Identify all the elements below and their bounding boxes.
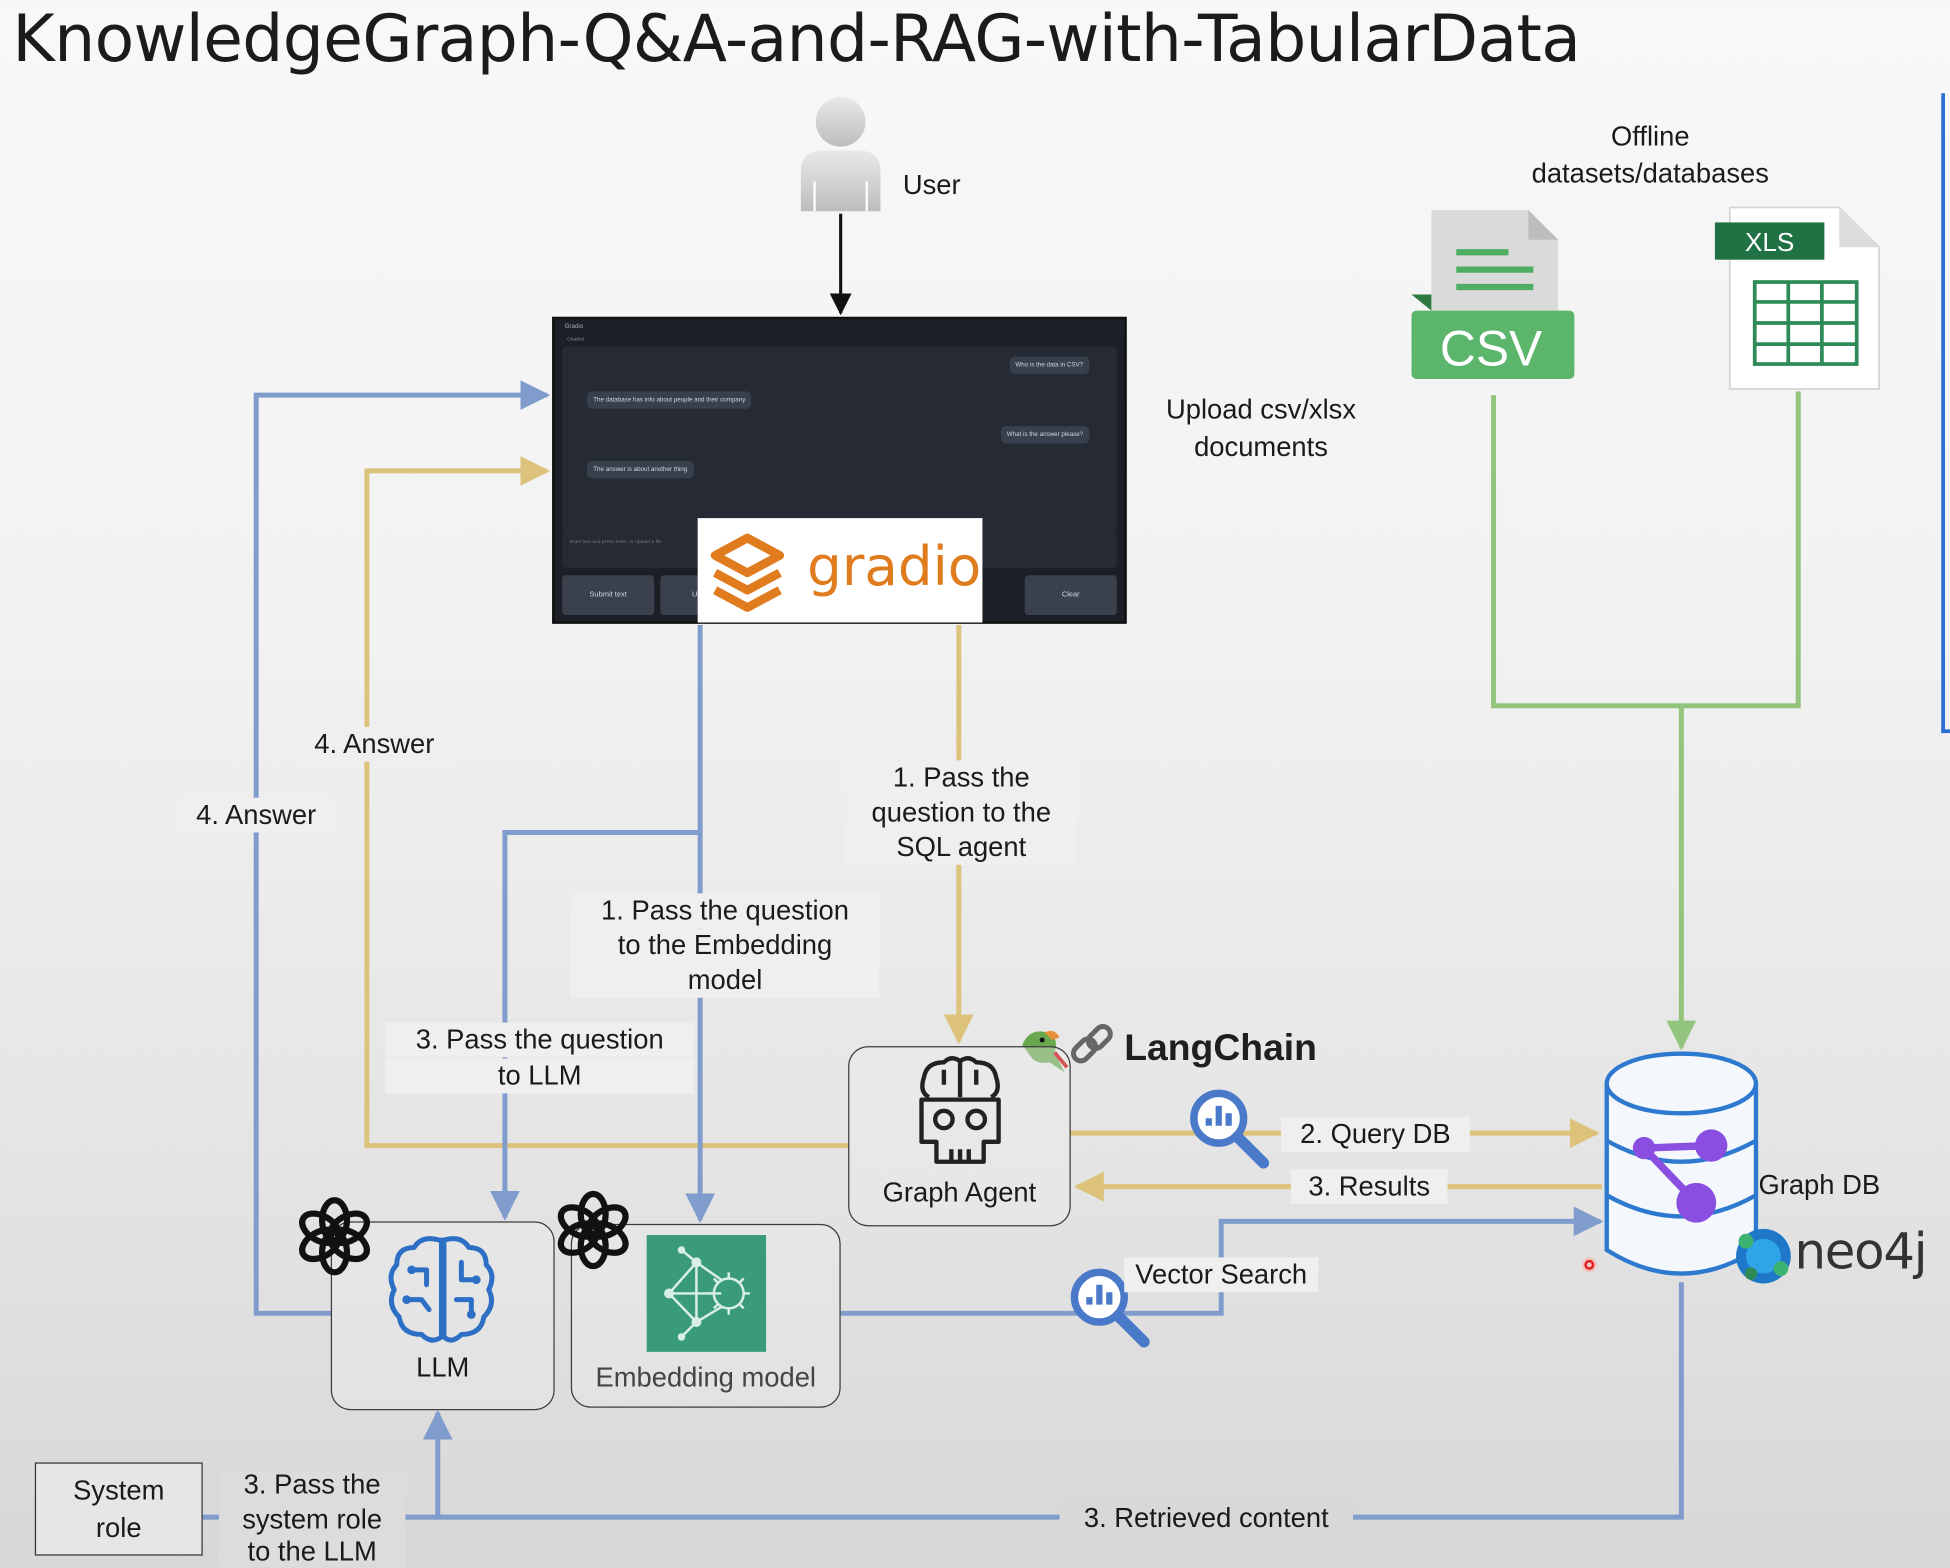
llm-answer-arrow [253, 380, 551, 1316]
xls-file-icon: XLS [1714, 206, 1881, 390]
system-role-line2: role [95, 1511, 142, 1543]
embedding-model-label: Embedding model [595, 1361, 817, 1393]
xls-text: XLS [1745, 227, 1794, 257]
graph-agent-label: Graph Agent [882, 1176, 1037, 1208]
system-role-edge-label-line2: system role [218, 1502, 406, 1537]
user-icon [800, 96, 881, 212]
llm-label-line2: to LLM [385, 1058, 694, 1094]
upload-label-line1: Upload csv/xlsx [1165, 393, 1357, 425]
vector-search-label: Vector Search [1124, 1257, 1319, 1293]
user-message-1: Who is the data in CSV? [1009, 356, 1090, 374]
retrieved-content-label: 3. Retrieved content [1059, 1500, 1354, 1536]
neo4j-wordmark: neo4j [1794, 1223, 1928, 1282]
graph-agent-node: Graph Agent [848, 1046, 1071, 1227]
xls-to-db-line [1681, 391, 1801, 709]
retrieved-content-arrow [422, 1282, 1684, 1520]
offline-label-line2: datasets/databases [1531, 157, 1769, 189]
llm-label-line1: 3. Pass the question [385, 1022, 694, 1058]
embedding-label-line3: model [570, 962, 880, 998]
neo4j-logo-icon [1736, 1228, 1791, 1284]
answer-label-yellow: 4. Answer [295, 726, 453, 762]
clear-button[interactable]: Clear [1024, 575, 1117, 616]
search-chart-icon [1190, 1089, 1270, 1169]
query-db-label: 2. Query DB [1280, 1117, 1470, 1152]
gradio-logo-icon [710, 533, 785, 612]
csv-to-db-line [1491, 395, 1682, 709]
system-role-edge-label-line1: 3. Pass the [218, 1467, 406, 1503]
embedding-model-node: Embedding model [570, 1223, 841, 1408]
bot-message-2: The answer is about another thing [586, 460, 694, 479]
gradio-wordmark: gradio [807, 535, 982, 599]
sql-label-line2: question to the [845, 795, 1077, 830]
neural-gear-icon [646, 1235, 767, 1352]
csv-text: CSV [1440, 320, 1542, 376]
system-role-node: System role [34, 1462, 203, 1556]
database-icon [1604, 1051, 1759, 1276]
embedding-label-line1: 1. Pass the question [570, 893, 880, 929]
results-label: 3. Results [1290, 1169, 1448, 1204]
embedding-label-line2: to the Embedding [570, 928, 880, 963]
brain-circuit-icon [388, 1236, 495, 1343]
app-name: Gradio [564, 323, 584, 331]
upload-label-line2: documents [1194, 431, 1328, 463]
cropped-panel-edge [1941, 93, 1950, 734]
submit-text-button[interactable]: Submit text [562, 575, 655, 616]
robot-brain-icon [919, 1056, 1001, 1164]
graph-db-label: Graph DB [1758, 1169, 1881, 1201]
answer-label-blue: 4. Answer [177, 797, 335, 833]
chain-link-icon [1070, 1024, 1113, 1064]
gradio-logo: gradio [697, 518, 983, 623]
agent-answer-arrow [364, 455, 850, 1149]
sql-label-line1: 1. Pass the [845, 760, 1077, 796]
llm-label: LLM [416, 1351, 470, 1383]
csv-file-icon: CSV [1411, 209, 1575, 379]
langchain-wordmark: LangChain [1124, 1027, 1317, 1069]
tab-name: Chatbot [567, 335, 585, 342]
search-chart-icon [1070, 1268, 1150, 1348]
cursor-dot-icon [1581, 1257, 1597, 1273]
offline-label-line1: Offline [1610, 120, 1690, 152]
sql-label-line3: SQL agent [845, 829, 1077, 865]
graph-nodes-icon [1632, 1129, 1728, 1223]
openai-logo-icon [557, 1190, 629, 1270]
page-title: KnowledgeGraph-Q&A-and-RAG-with-TabularD… [12, 2, 1581, 78]
openai-logo-icon [299, 1197, 370, 1276]
bot-message-1: The database has info about people and t… [586, 391, 752, 409]
user-message-2: What is the answer please? [1000, 426, 1090, 444]
system-role-edge-label-line3: to the LLM [218, 1536, 406, 1567]
user-label: User [902, 168, 961, 201]
system-role-line1: System [73, 1474, 165, 1506]
chat-panel: Who is the data in CSV? The database has… [562, 346, 1117, 534]
